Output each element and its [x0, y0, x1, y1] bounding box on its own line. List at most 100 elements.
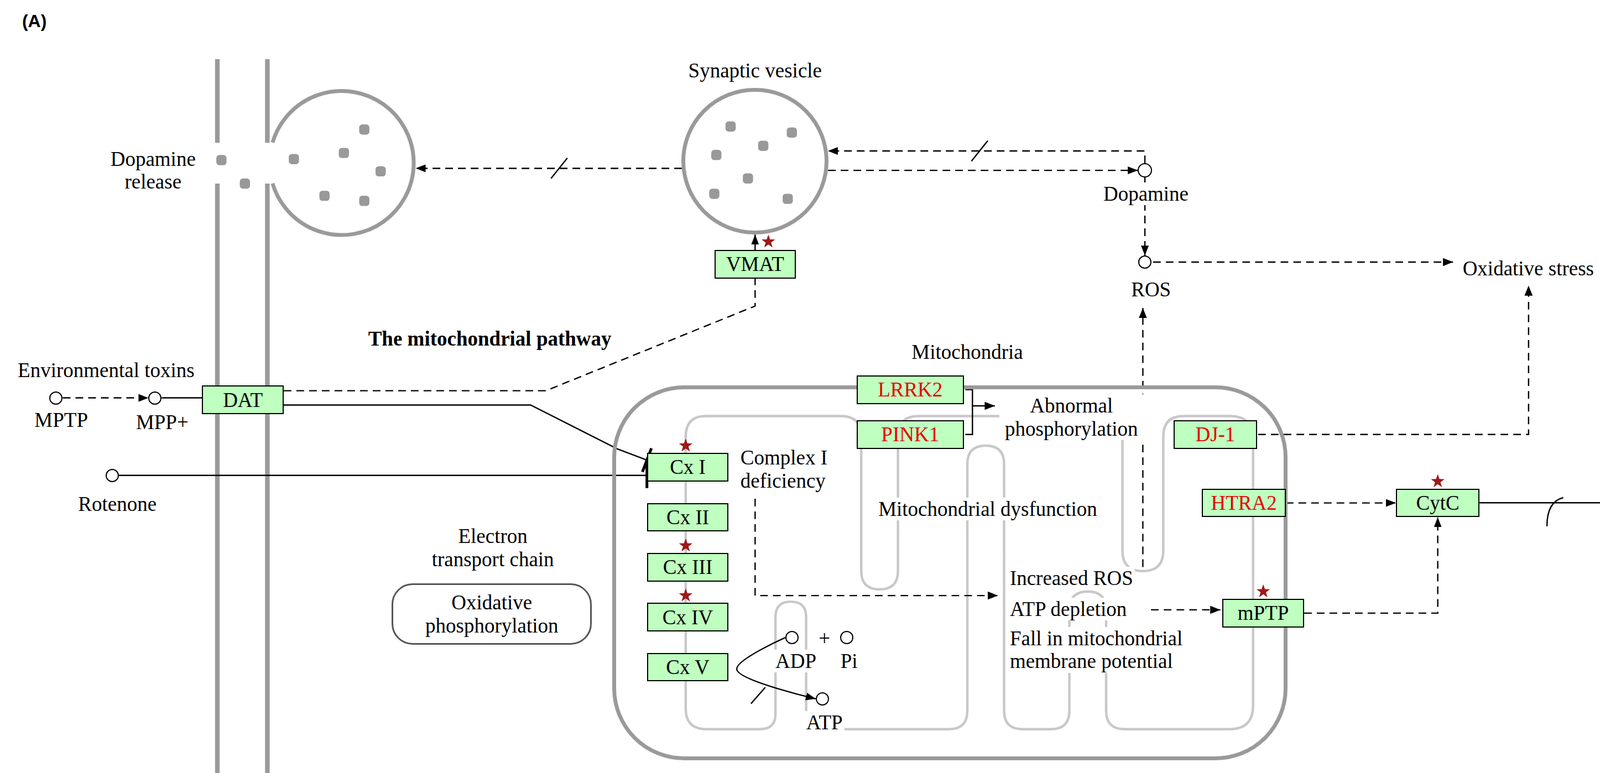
dashed-arrow — [1150, 609, 1221, 611]
compound-circle: Pi — [840, 631, 854, 645]
mark-star — [1430, 474, 1445, 488]
gene-box: CytC — [1395, 488, 1480, 518]
dashed-arrow — [1258, 285, 1529, 435]
connector-arrow — [62, 397, 149, 399]
dopamine-granule — [358, 124, 369, 135]
gene-box: PINK1 — [856, 420, 964, 450]
compound-circle: MPTP — [49, 391, 63, 405]
node-heading: Mitochondria — [909, 340, 1025, 364]
node-label: HTRA2 — [1210, 491, 1277, 515]
mark-star — [679, 538, 693, 552]
node-heading: MPP+ — [134, 410, 191, 434]
node-label: CytC — [1416, 491, 1460, 515]
mark-star — [761, 234, 776, 248]
node-heading: Pi — [838, 649, 860, 673]
annotation-label: Complex I deficiency — [738, 446, 839, 493]
annotation-label: Increased ROS — [1008, 566, 1135, 590]
connector-arrow — [1285, 502, 1396, 504]
node-heading: ADP — [773, 649, 818, 673]
mark-star — [679, 588, 693, 602]
node-label: Cx II — [666, 506, 710, 529]
mark-star — [1256, 584, 1271, 598]
gene-box: mPTP — [1222, 598, 1305, 628]
node-heading: MPTP — [32, 408, 90, 432]
compound-circle: MPP+ — [148, 391, 162, 405]
annotation-label: The mitochondrial pathway — [366, 327, 614, 351]
connector-arrow — [118, 475, 648, 477]
dopamine-granule — [711, 149, 722, 160]
compound-circle: ADP — [785, 631, 799, 645]
dopamine-granule — [742, 173, 753, 184]
node-label: VMAT — [726, 252, 785, 276]
connector-arrow — [754, 234, 756, 250]
dopamine-granule — [782, 193, 793, 204]
gene-box: Cx I — [647, 452, 729, 482]
node-label: mPTP — [1237, 601, 1290, 625]
gene-box: DJ-1 — [1173, 420, 1258, 450]
node-label: DJ-1 — [1195, 423, 1235, 446]
inner-membrane — [685, 415, 1254, 729]
dopamine-granule — [288, 153, 299, 164]
dopamine-granule — [758, 141, 769, 151]
gene-box: Cx III — [647, 553, 729, 582]
connector-arrow — [283, 278, 755, 392]
annotation-label: Electron transport chain — [426, 524, 560, 571]
annotation-label: Environmental toxins — [16, 358, 197, 382]
dopamine-granule — [375, 166, 386, 177]
gene-box: DAT — [201, 385, 284, 415]
mark-star — [679, 438, 693, 452]
annotation-label: Oxidative stress — [1461, 257, 1596, 280]
dopamine-granule — [339, 147, 349, 158]
node-label: Cx V — [665, 655, 710, 679]
vesicle-arc — [272, 91, 414, 236]
dopamine-granule — [725, 121, 736, 132]
solid-arrow — [972, 405, 995, 407]
vesicle-circle: Synaptic vesicle — [681, 87, 829, 236]
gene-box: HTRA2 — [1201, 488, 1286, 518]
connector-arrow — [161, 397, 202, 399]
cell-membrane — [217, 59, 268, 773]
gene-box: Cx II — [647, 503, 729, 533]
connector-arrow — [283, 404, 648, 461]
dopamine-granule — [358, 195, 369, 206]
node-heading: Synaptic vesicle — [686, 59, 824, 82]
connector-arrow — [1304, 517, 1438, 613]
node-heading: ROS — [1129, 278, 1173, 301]
node-label: Oxidative phosphorylation — [421, 591, 563, 638]
node-label: PINK1 — [881, 423, 940, 446]
connector-arrow — [827, 169, 1138, 171]
annotation-label: Fall in mitochondrial membrane potential — [1008, 627, 1197, 674]
node-label: LRRK2 — [877, 378, 943, 401]
gene-box: Cx IV — [647, 602, 729, 632]
annotation-label: Abnormal phosphorylation — [999, 394, 1144, 441]
dopamine-granule — [216, 154, 227, 165]
gene-box: LRRK2 — [856, 375, 964, 405]
dopamine-granule — [787, 127, 797, 138]
node-label: Cx IV — [662, 606, 713, 629]
node-label: Cx III — [663, 555, 713, 579]
gene-box: VMAT — [714, 249, 797, 279]
dashed-arrow — [1153, 261, 1453, 263]
compound-circle: Rotenone — [105, 468, 119, 483]
annotation-label: + — [816, 627, 832, 650]
annotation-label: Mitochondrial dysfunction — [876, 497, 1099, 521]
node-label: DAT — [222, 388, 263, 412]
mitochondrion: MitochondriaPINK1DJ-1HTRA2Cx ICx IICx II… — [612, 385, 1288, 760]
vesicle-outline — [267, 89, 416, 238]
exit-arc — [1546, 497, 1564, 527]
node-heading: Dopamine release — [102, 147, 203, 194]
slash-mark — [751, 687, 766, 705]
connector-arrow — [415, 167, 683, 169]
node-heading: ATP — [804, 711, 845, 734]
process-box: Oxidative phosphorylation — [391, 583, 592, 645]
fusing-vesicle: Dopamine release — [267, 89, 416, 238]
connector-arrow — [827, 150, 1145, 164]
dopamine-granule — [319, 190, 330, 201]
dopamine-granule — [240, 178, 250, 189]
exit-line — [1479, 502, 1600, 504]
gene-box: Cx V — [647, 653, 729, 682]
annotation-label: (A) — [20, 11, 49, 32]
node-heading: Dopamine — [1101, 182, 1191, 206]
bracket-line — [965, 389, 973, 435]
